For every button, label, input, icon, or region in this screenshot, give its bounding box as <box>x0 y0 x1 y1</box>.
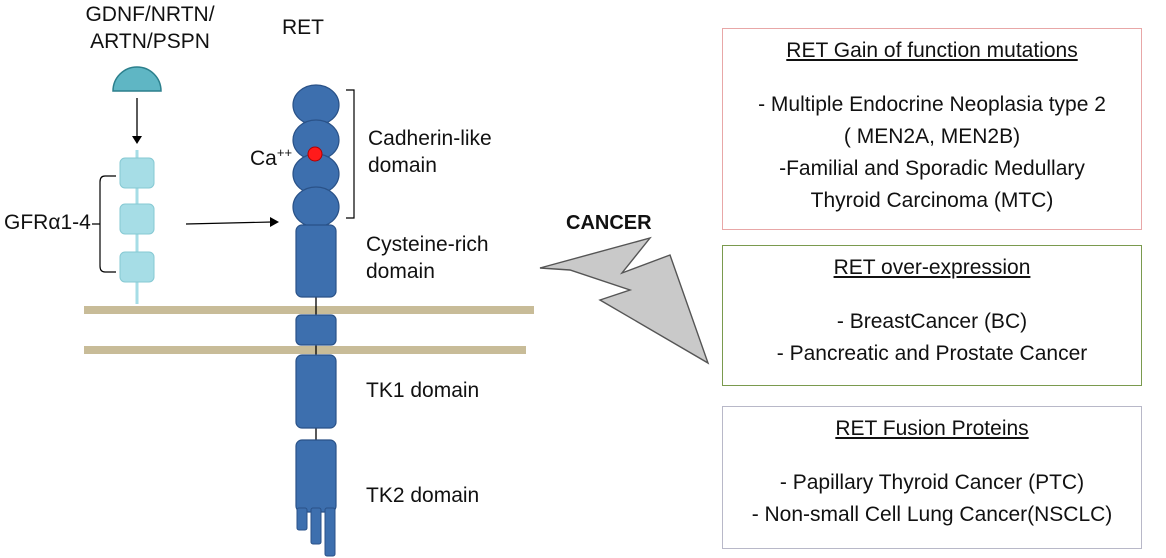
tk1-domain <box>295 354 337 429</box>
tk2-domain <box>295 439 337 513</box>
cadherin-label: Cadherin-like domain <box>368 126 492 180</box>
gfr-to-ret-arrowhead <box>270 217 279 227</box>
cysteine-rich-domain <box>295 224 337 298</box>
overexpression-box: RET over-expression - BreastCancer (BC) … <box>722 245 1142 386</box>
ligand-shape <box>112 66 162 92</box>
gfr-domain-1 <box>119 157 155 189</box>
cadherin-bracket <box>346 89 355 219</box>
cancer-label: CANCER <box>566 212 652 234</box>
c-terminal-tail-1 <box>296 507 308 531</box>
ligands-label: GDNF/NRTN/ ARTN/PSPN <box>70 2 230 56</box>
transmembrane-segment <box>295 314 337 346</box>
gfr-to-ret-arrow <box>185 221 273 225</box>
lightning-bolt-icon <box>539 236 710 365</box>
gfr-label: GFRα1-4 <box>4 211 91 234</box>
cysteine-label: Cysteine-rich domain <box>366 232 489 286</box>
calcium-symbol: Ca <box>250 147 277 170</box>
fusion-item: - Papillary Thyroid Cancer (PTC) <box>779 471 1085 494</box>
cadherin-domain-4 <box>292 186 340 228</box>
c-terminal-tail-3 <box>324 507 336 557</box>
fusion-proteins-box: RET Fusion Proteins - Papillary Thyroid … <box>722 406 1142 549</box>
calcium-charge: ++ <box>276 145 293 160</box>
gain-item: -Familial and Sporadic Medullary <box>779 157 1085 180</box>
fusion-item: - Non-small Cell Lung Cancer(NSCLC) <box>751 503 1113 526</box>
cysteine-label-line2: domain <box>366 259 435 283</box>
membrane-outer-line <box>84 306 534 314</box>
gfr-domain-3 <box>119 251 155 283</box>
ret-title: RET <box>282 16 324 39</box>
tk1-label: TK1 domain <box>366 379 480 402</box>
tk2-label: TK2 domain <box>366 484 480 507</box>
cadherin-label-line2: domain <box>368 153 437 177</box>
overexpression-item: - BreastCancer (BC) <box>836 310 1028 333</box>
ligands-label-line2: ARTN/PSPN <box>90 29 210 53</box>
gfr-bracket <box>92 175 116 273</box>
c-terminal-tail-2 <box>310 507 322 545</box>
membrane-inner-line <box>84 346 526 354</box>
gain-of-function-box: RET Gain of function mutations - Multipl… <box>722 28 1142 230</box>
cadherin-label-line1: Cadherin-like <box>368 127 492 150</box>
ligand-arrowhead <box>132 136 142 144</box>
overexpression-item: - Pancreatic and Prostate Cancer <box>776 342 1088 365</box>
calcium-ion <box>307 146 323 162</box>
overexpression-heading: RET over-expression <box>833 256 1031 279</box>
cadherin-domain-1 <box>292 84 340 126</box>
gain-item: Thyroid Carcinoma (MTC) <box>810 189 1054 212</box>
gfr-domain-2 <box>119 203 155 235</box>
calcium-label: Ca++ <box>250 145 292 173</box>
ligands-label-line1: GDNF/NRTN/ <box>85 3 215 26</box>
cysteine-label-line1: Cysteine-rich <box>366 233 489 256</box>
gain-of-function-heading: RET Gain of function mutations <box>786 39 1078 62</box>
gain-item: ( MEN2A, MEN2B) <box>843 125 1021 148</box>
fusion-proteins-heading: RET Fusion Proteins <box>835 417 1029 440</box>
gain-item: - Multiple Endocrine Neoplasia type 2 <box>758 93 1106 116</box>
